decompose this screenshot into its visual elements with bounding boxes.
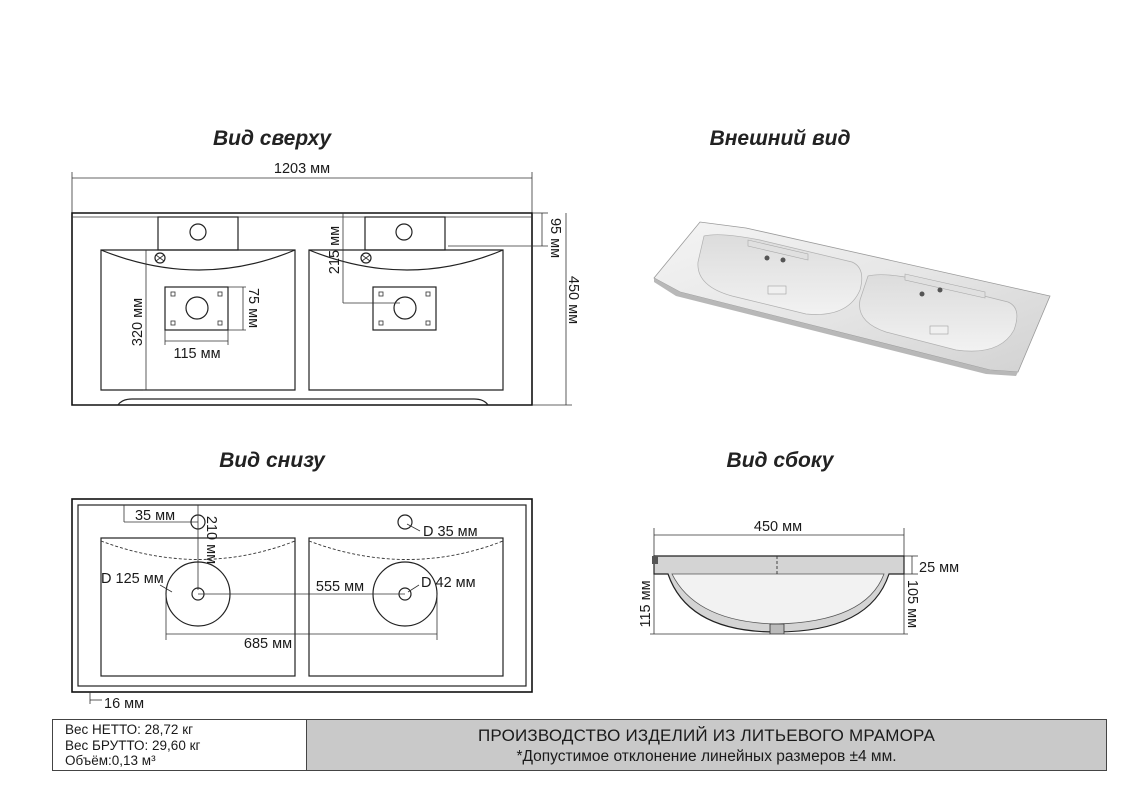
volume: Объём:0,13 м³ — [65, 753, 156, 768]
dim-side-width: 450 мм — [754, 519, 802, 535]
info-footer: Вес НЕТТО: 28,72 кг Вес БРУТТО: 29,60 кг… — [52, 719, 1107, 771]
dim-rim: 25 мм — [919, 560, 959, 576]
dim-width: 1203 мм — [274, 161, 330, 177]
dim-plate-height: 75 мм — [245, 288, 261, 328]
title-external-view: Внешний вид — [710, 127, 851, 150]
dim-tap-offset: 95 мм — [547, 218, 563, 258]
tolerance-notice: *Допустимое отклонение линейных размеров… — [516, 748, 897, 765]
title-bottom-view: Вид снизу — [219, 449, 326, 472]
dim-plate-width: 115 мм — [173, 346, 220, 362]
dim-drain-diameter: D 42 мм — [421, 575, 476, 591]
dim-depth: 450 мм — [565, 276, 581, 324]
dim-wall: 16 мм — [104, 696, 144, 712]
dim-bowl-height: 105 мм — [904, 580, 920, 628]
title-side-view: Вид сбоку — [727, 449, 835, 472]
dim-hole-offset: 210 мм — [203, 516, 219, 564]
title-top-view: Вид сверху — [213, 127, 332, 150]
dim-overflow-diameter: D 35 мм — [423, 524, 478, 540]
dim-bowl-depth: 320 мм — [130, 298, 146, 346]
gross-weight: Вес БРУТТО: 29,60 кг — [65, 737, 201, 753]
external-view-render — [653, 221, 1051, 376]
side-view-drawing: 450 мм 25 мм 105 мм 115 мм — [638, 519, 959, 635]
net-weight: Вес НЕТТО: 28,72 кг — [65, 722, 194, 737]
bottom-view-drawing: 35 мм 210 мм D 35 мм D 125 мм D 42 мм 55… — [71, 498, 533, 712]
dim-drain-offset: 215 мм — [327, 226, 343, 274]
production-notice: ПРОИЗВОДСТВО ИЗДЕЛИЙ ИЗ ЛИТЬЕВОГО МРАМОР… — [478, 726, 935, 745]
specs-panel: Вес НЕТТО: 28,72 кг Вес БРУТТО: 29,60 кг… — [53, 720, 307, 770]
dim-inner-distance: 555 мм — [316, 579, 364, 595]
dim-outer-distance: 685 мм — [244, 636, 292, 652]
dim-total-height: 115 мм — [638, 580, 654, 627]
notice-panel: ПРОИЗВОДСТВО ИЗДЕЛИЙ ИЗ ЛИТЬЕВОГО МРАМОР… — [307, 720, 1106, 770]
top-view-drawing: 1203 мм 95 м — [71, 161, 581, 406]
dim-bowl-diameter: D 125 мм — [101, 571, 164, 587]
dim-edge-offset: 35 мм — [135, 508, 175, 524]
